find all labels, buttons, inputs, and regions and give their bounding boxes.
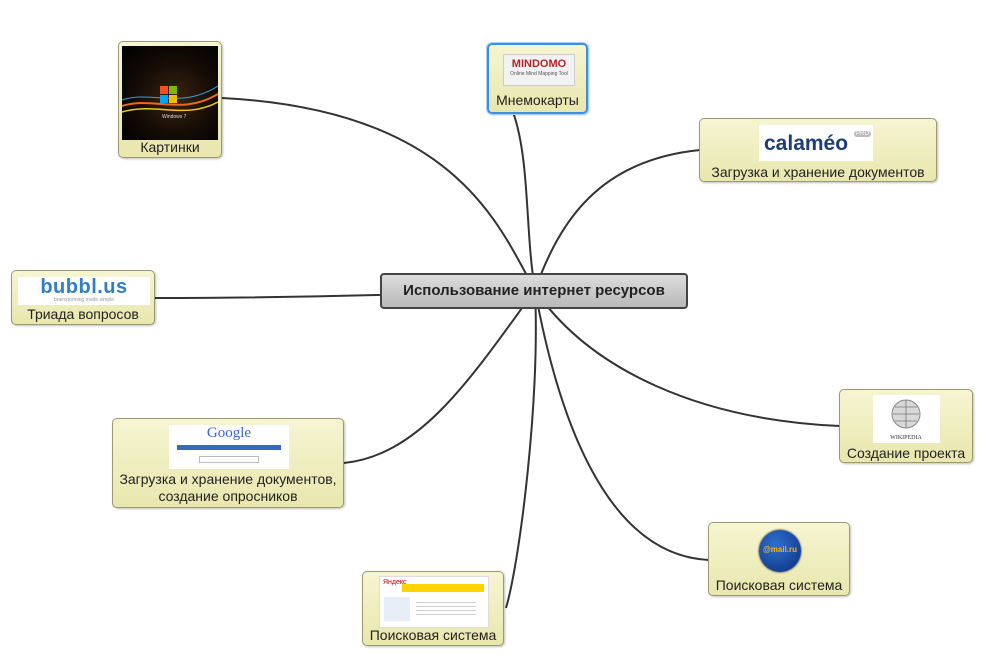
node-mindomo[interactable]: MINDOMO Online Mind Mapping Tool Мнемока… [486, 42, 589, 115]
node-mail[interactable]: @mail.ru Поисковая система [708, 522, 850, 596]
node-yandex[interactable]: Яндекс Поисковая система [362, 571, 504, 646]
mailru-logo-text: @mail.ru [762, 545, 798, 554]
calameo-pro-badge: PRO [853, 131, 871, 137]
node-mail-label: Поисковая система [715, 577, 843, 593]
windows-brand-text: Windows 7 [162, 114, 187, 120]
google-search-box [199, 456, 259, 463]
connector-wikipedia [534, 289, 841, 427]
connector-kartinki [221, 97, 536, 291]
mindomo-tagline: Online Mind Mapping Tool [510, 71, 568, 77]
bubbl-logo-text: bubbl.us [40, 277, 128, 298]
connector-mindomo [512, 111, 536, 291]
connector-calameo [534, 149, 701, 291]
node-wikipedia-label: Создание проекта [846, 445, 966, 461]
node-calameo[interactable]: calaméo PRO Загрузка и хранение документ… [699, 118, 937, 182]
mindomo-logo-text: MINDOMO [511, 58, 567, 70]
node-kartinki[interactable]: Windows 7 Картинки [118, 41, 222, 158]
node-bubbl[interactable]: bubbl.us brainstorming made simple Триад… [11, 270, 155, 325]
node-bubbl-label: Триада вопросов [27, 306, 139, 322]
yandex-search-bar [402, 584, 484, 592]
calameo-thumbnail: calaméo PRO [759, 125, 873, 161]
connector-mail [534, 289, 710, 561]
node-google-label-line1: Загрузка и хранение документов, [119, 471, 337, 487]
node-kartinki-label: Картинки [140, 139, 200, 155]
bubbl-tagline: brainstorming made simple [53, 297, 115, 303]
google-nav-bar [177, 445, 281, 450]
node-wikipedia[interactable]: WIKIPEDIA Создание проекта [839, 389, 973, 463]
wikipedia-wordmark: WIKIPEDIA [890, 435, 922, 441]
yandex-logo-text: Яндекс [383, 579, 407, 586]
node-yandex-label: Поисковая система [369, 627, 497, 643]
wikipedia-thumbnail: WIKIPEDIA [873, 395, 940, 443]
central-topic[interactable]: Использование интернет ресурсов [380, 273, 688, 309]
google-logo-text: Google [206, 425, 252, 441]
mailru-logo: @mail.ru [759, 530, 801, 572]
connector-yandex [505, 289, 537, 609]
windows7-thumbnail: Windows 7 [122, 46, 218, 140]
node-google[interactable]: Google Загрузка и хранение документов, с… [112, 418, 344, 508]
bubbl-thumbnail: bubbl.us brainstorming made simple [18, 277, 150, 305]
mindomo-thumbnail: MINDOMO Online Mind Mapping Tool [503, 54, 575, 86]
google-thumbnail: Google [169, 425, 289, 469]
calameo-logo-text: calaméo [764, 132, 849, 155]
yandex-content-left [384, 597, 410, 621]
yandex-thumbnail: Яндекс [379, 576, 489, 628]
yandex-content-lines [416, 599, 476, 617]
node-mindomo-label: Мнемокарты [496, 92, 579, 108]
node-calameo-label: Загрузка и хранение документов [711, 164, 925, 180]
connector-google [343, 289, 536, 464]
node-google-label-line2: создание опросников [158, 488, 298, 504]
